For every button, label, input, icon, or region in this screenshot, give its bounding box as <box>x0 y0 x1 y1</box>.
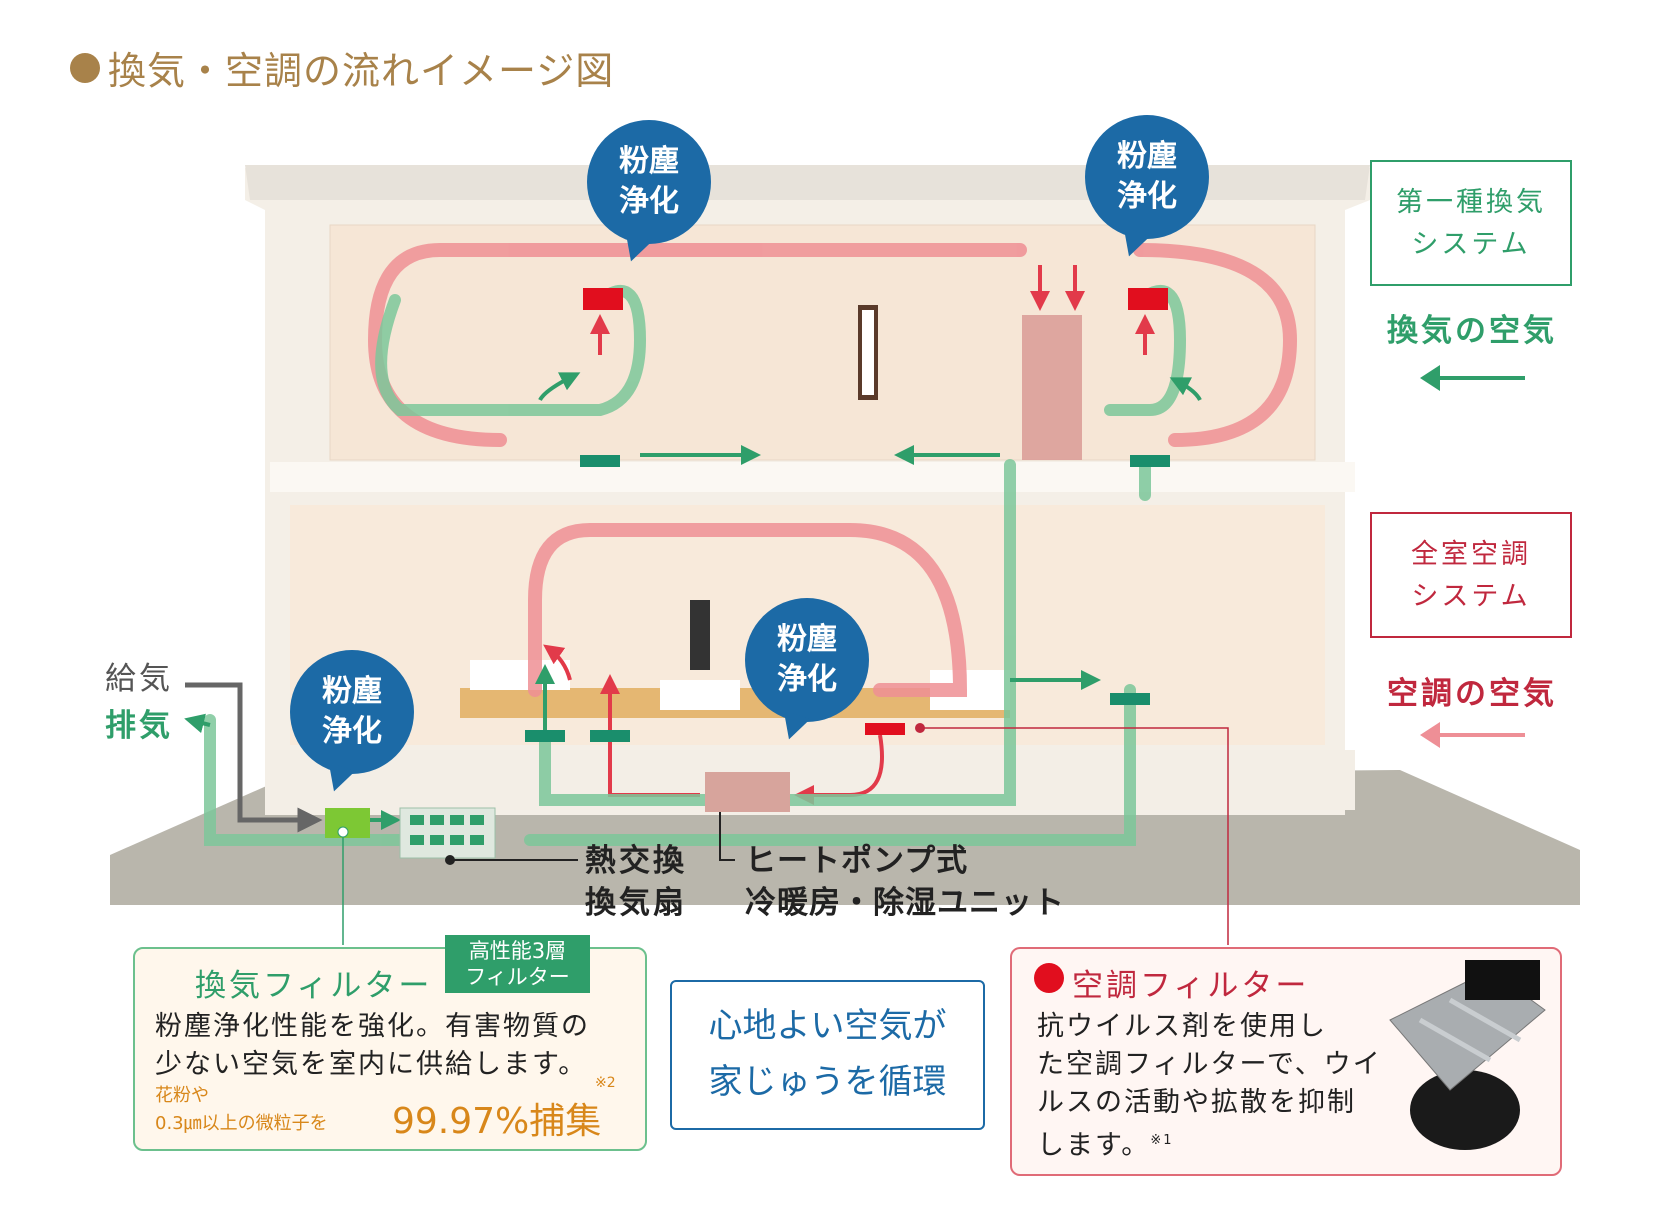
vent-legend-line <box>1425 376 1525 380</box>
ac-legend-line <box>1425 733 1525 737</box>
ac-legend-arrow-icon <box>1420 722 1440 748</box>
dust-purify-bubble-2: 粉塵浄化 <box>1085 115 1209 239</box>
supply-label: 給気 <box>105 661 173 697</box>
upper-floor <box>330 225 1315 460</box>
vent-filter-ref: ※2 <box>595 1075 616 1091</box>
tv-stand <box>660 680 740 710</box>
vent-legend-arrow-icon <box>1420 365 1440 391</box>
ac-filter-dot-icon <box>1034 963 1064 993</box>
vent-system-box: 第一種換気 システム <box>1370 160 1572 286</box>
page-title: 換気・空調の流れイメージ図 <box>70 40 614 95</box>
ac-duct-box <box>1022 315 1082 460</box>
vent-markers <box>525 288 1170 742</box>
vent-green-arrows <box>184 372 1202 830</box>
capture-rate: 99.97%捕集 <box>392 1101 602 1142</box>
vent-air-flow <box>204 285 1187 846</box>
leader-heat-pump <box>719 812 735 861</box>
heat-pump-unit <box>705 772 790 812</box>
kitchen-island <box>470 660 570 690</box>
supply-air-line <box>185 682 323 833</box>
ac-system-box: 全室空調 システム <box>1370 512 1572 638</box>
heat-exchange-label: 熱交換 換気扇 <box>585 843 687 921</box>
heat-exchange-grid <box>410 815 484 845</box>
vent-filter-title: 換気フィルター <box>195 968 433 1004</box>
heat-pump-label: ヒートポンプ式 冷暖房・除湿ユニット <box>745 843 1065 921</box>
ac-filter-image <box>1389 960 1546 1150</box>
vent-filter-note: 花粉や 0.3㎛以上の微粒子を <box>155 1085 328 1134</box>
title-bullet-icon <box>70 52 100 83</box>
title-text: 換気・空調の流れイメージ図 <box>108 49 615 93</box>
leader-ac-filter <box>920 727 1229 945</box>
ac-air-flow <box>367 243 1298 697</box>
vent-air-label: 換気の空気 <box>1387 313 1557 349</box>
ac-filter-text: 抗ウイルス剤を使用し た空調フィルターで、ウイ ルスの活動や拡散を抑制 します。… <box>1037 1011 1382 1161</box>
television <box>690 600 710 670</box>
vent-filter-badge: 高性能3層 フィルター <box>445 935 590 993</box>
dust-purify-bubble-1: 粉塵浄化 <box>587 120 711 244</box>
exhaust-label: 排気 <box>105 708 173 744</box>
vent-filter-text: 粉塵浄化性能を強化。有害物質の 少ない空気を室内に供給します。 <box>155 1011 590 1080</box>
dust-purify-bubble-3: 粉塵浄化 <box>745 598 869 722</box>
center-message: 心地よい空気が 家じゅうを循環 <box>670 980 985 1130</box>
ac-air-label: 空調の空気 <box>1387 676 1557 712</box>
floor-slab <box>270 462 1355 492</box>
ac-filter-title: 空調フィルター <box>1072 968 1310 1004</box>
dust-purify-bubble-4: 粉塵浄化 <box>290 650 414 774</box>
